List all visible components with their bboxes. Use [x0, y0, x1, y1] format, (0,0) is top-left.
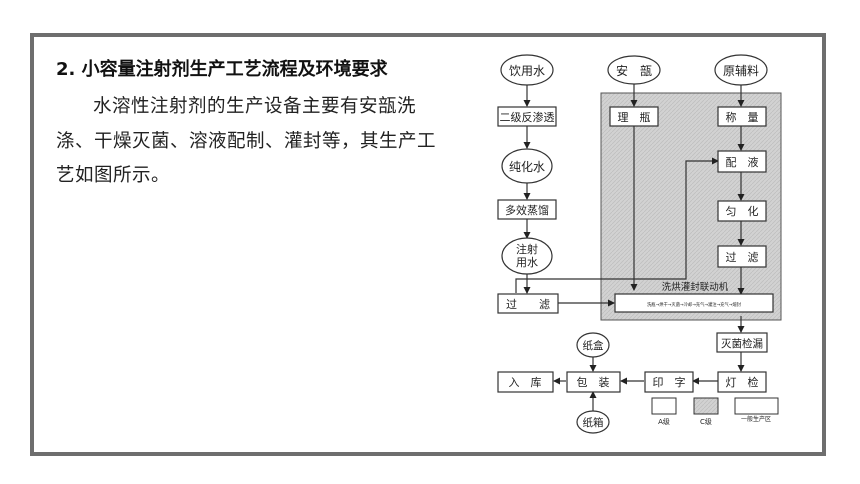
warehouse-box	[497, 371, 554, 393]
filter-left-label: 过 滤	[506, 298, 550, 311]
machine-label: 洗烘灌封联动机	[662, 281, 729, 293]
sterilize-leak-test-box	[716, 332, 768, 353]
filter-right-box	[717, 245, 767, 268]
packaging-label: 包 装	[577, 376, 610, 389]
homogenize-box	[717, 200, 767, 222]
section-heading: 2. 小容量注射剂生产工艺流程及环境要求	[56, 59, 388, 80]
printing-label: 印 字	[653, 375, 686, 389]
carton-node	[576, 332, 610, 358]
warehouse-label: 入 库	[509, 376, 542, 389]
purified-water-label: 纯化水	[509, 160, 545, 174]
water-for-injection-node	[501, 237, 553, 275]
legend-general-label: 一般生产区	[741, 415, 771, 423]
reverse-osmosis-box	[497, 106, 557, 127]
printing-box	[644, 371, 694, 393]
lamp-inspection-box	[717, 371, 767, 393]
arrange-bottles-box	[609, 106, 659, 127]
carton-label: 纸盒	[583, 339, 604, 352]
weighing-box	[717, 106, 767, 127]
raw-materials-node	[714, 54, 768, 86]
body-paragraph: 水溶性注射剂的生产设备主要有安瓿洗涤、干燥灭菌、溶液配制、灌封等，其生产工艺如图…	[56, 96, 437, 186]
sterilize-leak-test-label: 灭菌检漏	[721, 337, 763, 350]
homogenize-label: 匀 化	[726, 204, 759, 218]
drinking-water-label: 饮用水	[509, 64, 545, 78]
arrange-bottles-label: 理 瓶	[618, 110, 651, 124]
ampoule-node	[607, 55, 661, 85]
ampoule-label: 安 瓿	[616, 63, 652, 78]
distillation-box	[497, 199, 557, 220]
legend-c-label: C级	[700, 417, 712, 426]
legend-c-swatch	[693, 397, 719, 415]
linked-machine-box	[614, 293, 774, 313]
weighing-label: 称 量	[726, 110, 759, 124]
machine-steps-label: 洗瓶→烘干→灭菌→冷却→充气→灌注→充气→熔封	[647, 301, 742, 308]
lamp-inspection-label: 灯 检	[726, 375, 759, 389]
case-label: 纸箱	[583, 416, 604, 429]
packaging-box	[566, 371, 621, 393]
filter-left-box	[497, 293, 559, 314]
filter-right-label: 过 滤	[726, 251, 759, 264]
raw-materials-label: 原辅料	[723, 64, 759, 78]
reverse-osmosis-label: 二级反渗透	[500, 110, 555, 124]
solution-prep-label: 配 液	[726, 155, 759, 169]
case-node	[576, 410, 610, 434]
solution-prep-box	[717, 150, 767, 173]
legend-general-swatch	[734, 397, 779, 415]
legend-a-label: A级	[658, 417, 670, 426]
water-for-injection-label-1: 注射	[516, 242, 538, 256]
water-for-injection-label-2: 用水	[516, 256, 538, 269]
purified-water-node	[501, 148, 553, 184]
legend-a-swatch	[651, 397, 677, 415]
distillation-label: 多效蒸馏	[505, 203, 549, 217]
drinking-water-node	[500, 54, 554, 86]
flow-connectors	[515, 84, 745, 411]
